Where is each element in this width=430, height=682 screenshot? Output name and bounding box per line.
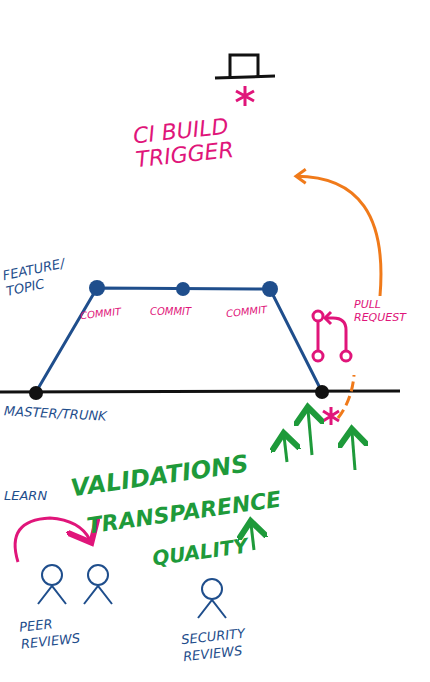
reviewer-figures — [38, 565, 226, 618]
trunk-label: MASTER/TRUNK — [4, 403, 107, 423]
pull-request-icon — [313, 311, 351, 361]
ci-trigger-node: CI BUILD TRIGGER — [128, 112, 298, 178]
pull-request-node: PULL REQUEST — [352, 296, 428, 330]
asterisk — [323, 407, 339, 425]
asterisk — [236, 86, 254, 106]
commit-label: COMMIT — [150, 306, 191, 317]
review-label: PEER REVIEWS — [18, 609, 111, 652]
commit-label: COMMIT — [226, 304, 268, 319]
trigger-arrow — [296, 169, 381, 296]
increase-arrows — [251, 410, 355, 550]
feature-branch — [36, 288, 322, 392]
trunk-line — [0, 391, 400, 392]
pull-request-text: PULL REQUEST — [354, 298, 424, 324]
hat-icon — [215, 55, 275, 78]
benefit-label: QUALITY — [151, 533, 250, 570]
ci-trigger-text: CI BUILD TRIGGER — [132, 108, 296, 172]
merge-leader — [338, 375, 354, 418]
learn-label: LEARN — [4, 488, 47, 503]
branch-label: FEATURE/ TOPIC — [1, 256, 66, 300]
learn-arrow — [15, 518, 90, 562]
review-label: SECURITY REVIEWS — [180, 621, 283, 665]
